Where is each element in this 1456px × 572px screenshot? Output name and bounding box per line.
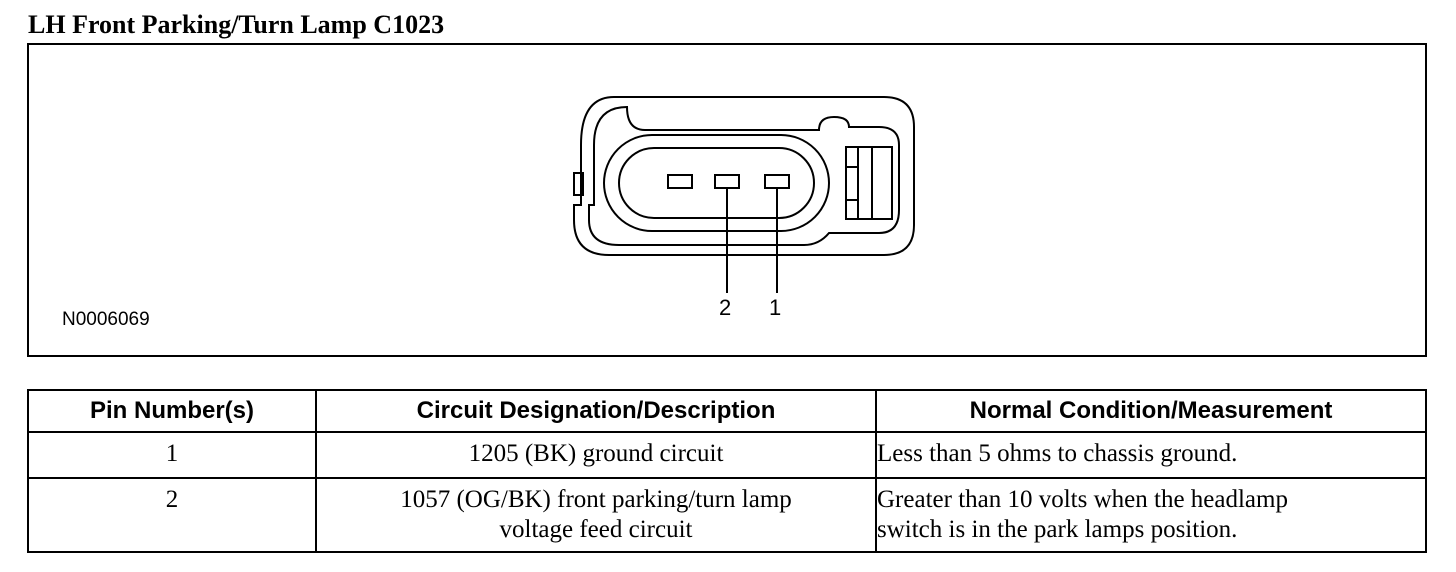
condition-cell: Greater than 10 volts when the headlamp … — [875, 477, 1427, 553]
circuit-cell: 1205 (BK) ground circuit — [315, 431, 877, 479]
table-header-row: Pin Number(s) Circuit Designation/Descri… — [27, 389, 1427, 433]
connector-shell-outer — [573, 96, 915, 256]
pin-2-terminal — [714, 174, 740, 189]
circuit-cell: 1057 (OG/BK) front parking/turn lamp vol… — [315, 477, 877, 553]
header-circuit-designation: Circuit Designation/Description — [315, 389, 877, 433]
pin-3-terminal — [667, 174, 693, 189]
pin-number-cell: 2 — [27, 477, 317, 553]
pin-number-cell: 1 — [27, 431, 317, 479]
condition-line: Greater than 10 volts when the headlamp — [877, 486, 1288, 513]
pin-1-terminal — [764, 174, 790, 189]
circuit-line: 1057 (OG/BK) front parking/turn lamp — [400, 486, 792, 513]
figure-id: N0006069 — [62, 309, 150, 330]
condition-line: switch is in the park lamps position. — [877, 516, 1238, 543]
terminal-cavity-inner — [618, 147, 815, 219]
page-title: LH Front Parking/Turn Lamp C1023 — [28, 10, 445, 39]
connector-figure: 2 1 N0006069 — [27, 43, 1427, 357]
connector-face-drawing — [573, 96, 915, 293]
table-row: 2 1057 (OG/BK) front parking/turn lamp v… — [27, 477, 1427, 553]
connector-shell-inner — [588, 105, 900, 246]
pin-1-label: 1 — [769, 295, 782, 320]
terminal-cavity — [603, 134, 830, 232]
condition-cell: Less than 5 ohms to chassis ground. — [875, 431, 1427, 479]
header-normal-condition: Normal Condition/Measurement — [875, 389, 1427, 433]
connector-latch-frame — [845, 146, 893, 220]
circuit-line: voltage feed circuit — [499, 516, 693, 543]
pin-2-label: 2 — [719, 295, 732, 320]
table-row: 1 1205 (BK) ground circuit Less than 5 o… — [27, 431, 1427, 479]
pin-table: Pin Number(s) Circuit Designation/Descri… — [27, 389, 1427, 553]
connector-side-tab — [573, 172, 584, 196]
header-pin-number: Pin Number(s) — [27, 389, 317, 433]
